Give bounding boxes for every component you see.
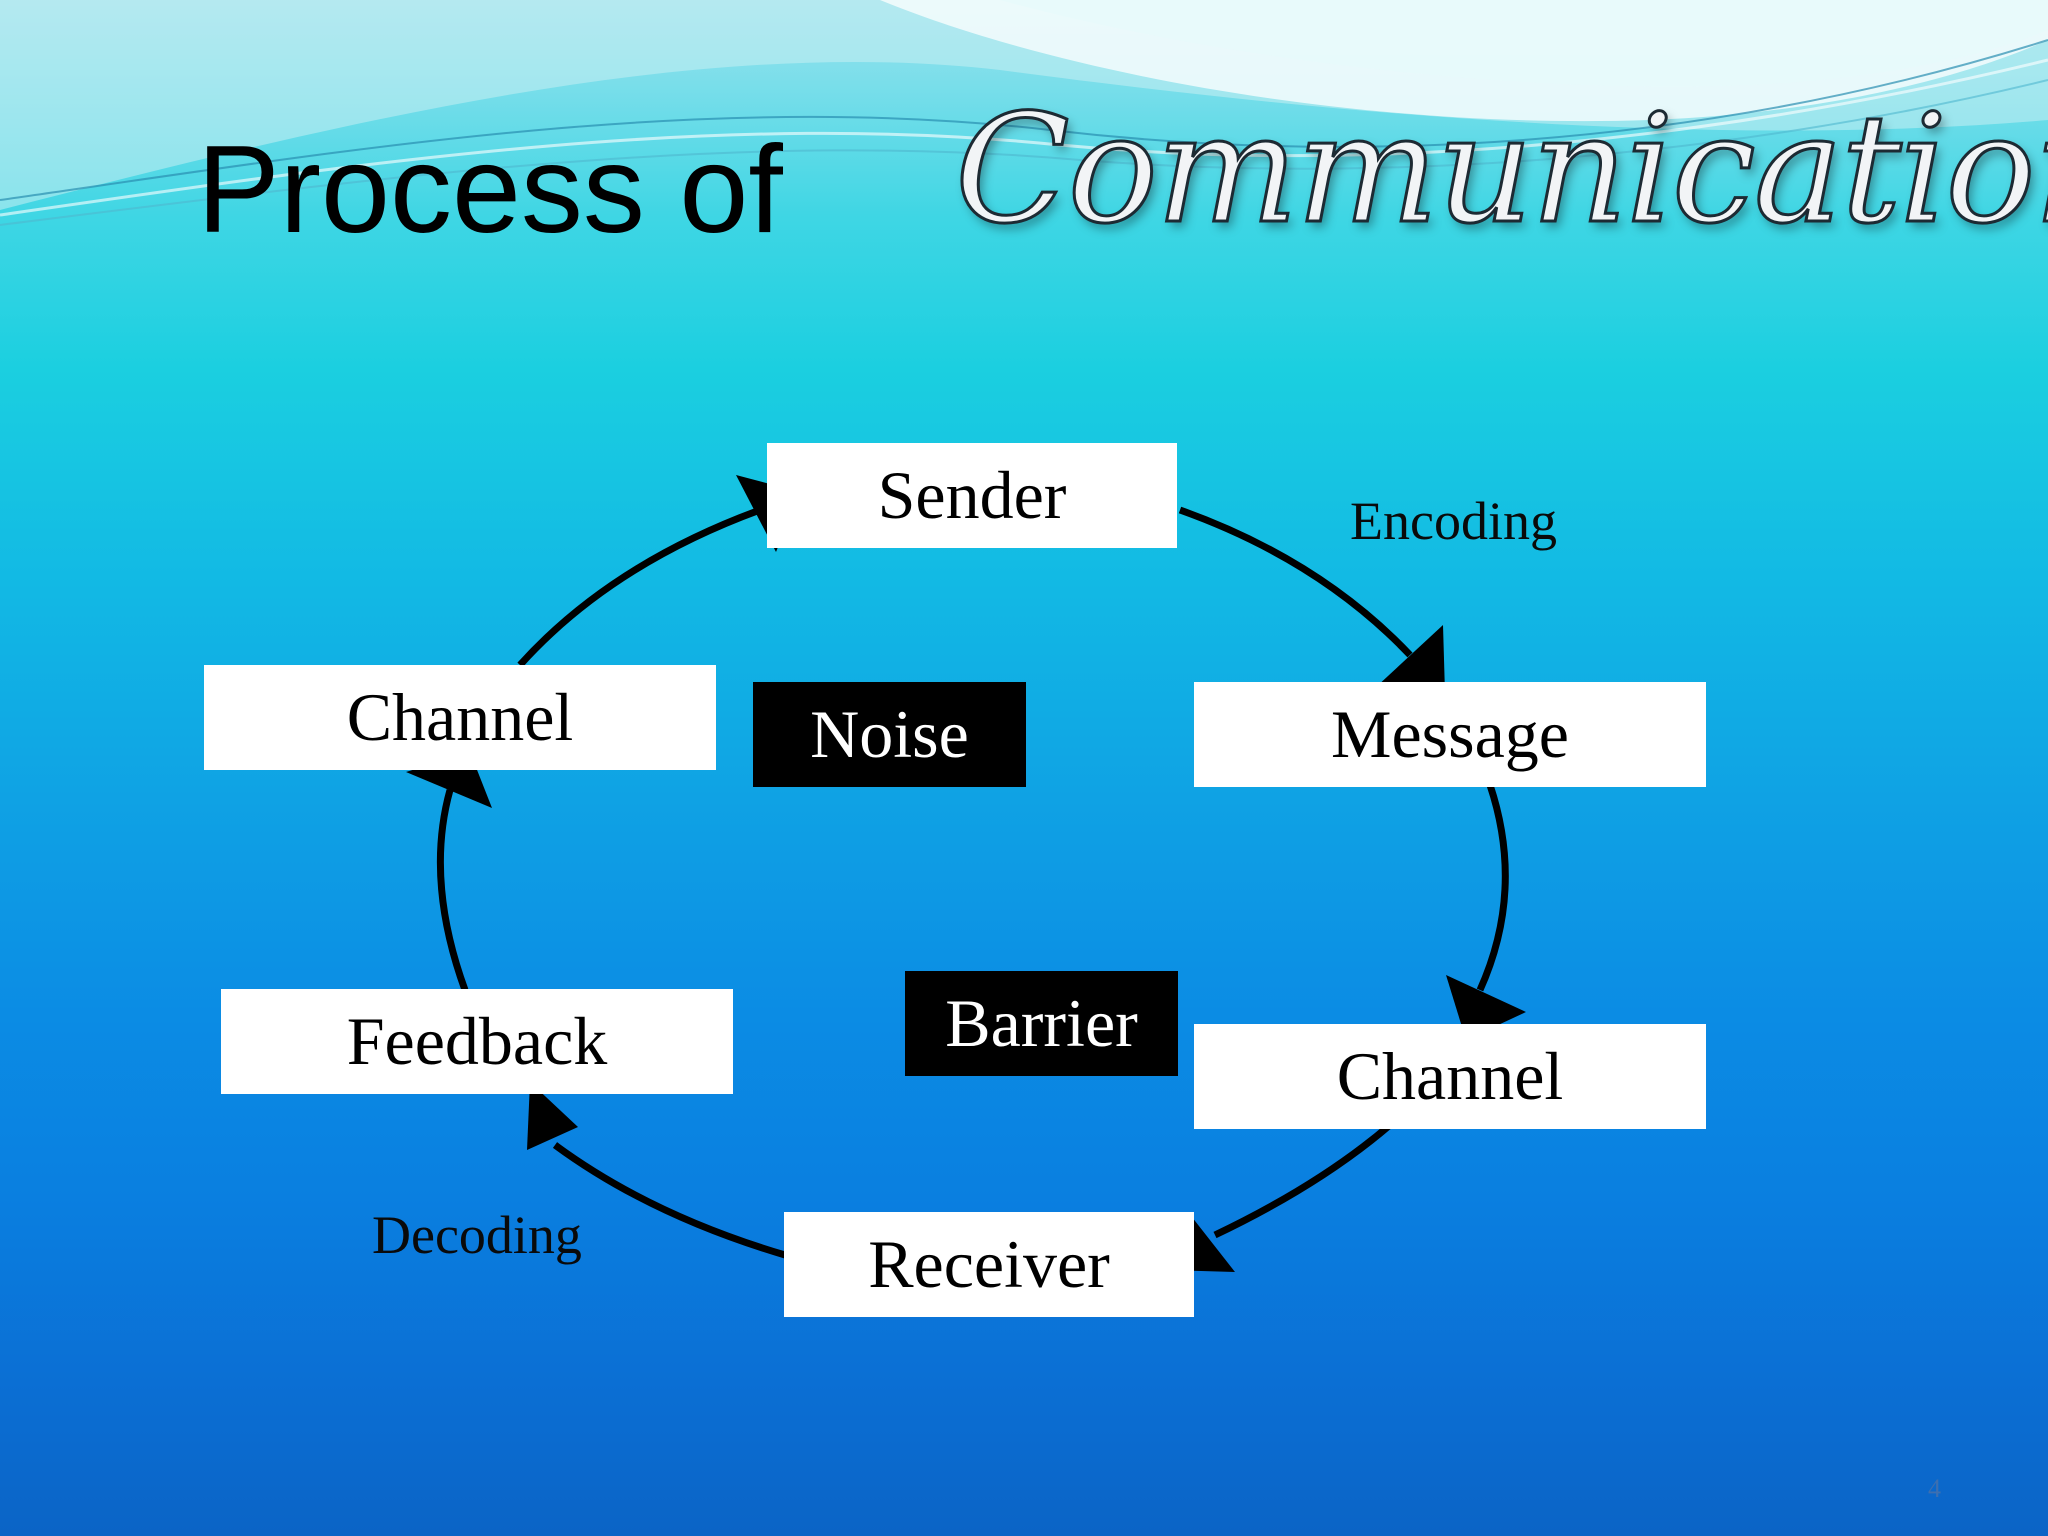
- channel-box-left: Channel: [204, 665, 716, 770]
- arrowhead-message: [1375, 625, 1445, 693]
- encoding-label: Encoding: [1350, 491, 1557, 551]
- arrow-feedback-to-channel: [436, 789, 469, 992]
- feedback-box: Feedback: [221, 989, 733, 1094]
- channel-box-right: Channel: [1194, 1024, 1706, 1129]
- page-number: 4: [1928, 1474, 1941, 1503]
- sender-box: Sender: [767, 443, 1177, 548]
- arrow-sender-to-message: [1178, 506, 1413, 658]
- slide-title-script: Communication: [953, 82, 2048, 259]
- arrow-receiver-to-feedback: [552, 1142, 786, 1259]
- arrowhead-channel-right: [1446, 975, 1526, 1040]
- decoding-label: Decoding: [372, 1205, 582, 1265]
- arrow-channel-to-sender: [517, 506, 762, 668]
- receiver-box: Receiver: [784, 1212, 1194, 1317]
- noise-box: Noise: [753, 682, 1026, 787]
- wave-decoration: [0, 0, 2048, 226]
- arrowhead-feedback: [527, 1082, 578, 1150]
- arrow-channel-to-receiver: [1213, 1122, 1393, 1239]
- message-box: Message: [1194, 682, 1706, 787]
- arrow-message-to-channel: [1476, 783, 1509, 992]
- barrier-box: Barrier: [905, 971, 1178, 1076]
- slide-title: Process of: [197, 121, 783, 259]
